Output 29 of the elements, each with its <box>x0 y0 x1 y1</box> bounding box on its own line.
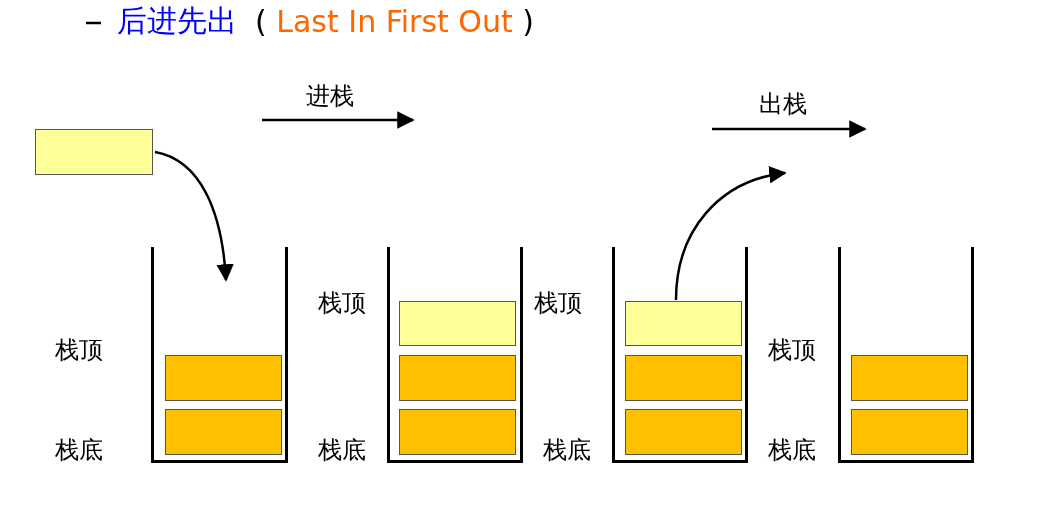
arrow-label: 进栈 <box>306 84 354 108</box>
stack-label: 栈底 <box>318 438 366 462</box>
stack-label: 栈底 <box>768 438 816 462</box>
stack-block <box>625 355 742 401</box>
stack-block <box>165 355 282 401</box>
arrow-label: 出栈 <box>759 92 807 116</box>
stack-label: 栈顶 <box>55 338 103 362</box>
stack-block <box>165 409 282 455</box>
stack-block <box>851 409 968 455</box>
curved-arrow <box>674 166 787 301</box>
stack-label: 栈底 <box>543 438 591 462</box>
stack-container <box>838 247 974 463</box>
stack-container <box>612 247 748 463</box>
stack-label: 栈底 <box>55 438 103 462</box>
stack-block <box>851 355 968 401</box>
stack-block <box>35 129 153 175</box>
stack-block <box>399 355 516 401</box>
stack-block <box>399 301 516 346</box>
subtitle: ( Last In First Out ) <box>255 7 534 37</box>
stack-label: 栈顶 <box>768 338 816 362</box>
stack-label: 栈顶 <box>534 291 582 315</box>
stack-container <box>151 247 288 463</box>
stack-label: 栈顶 <box>318 291 366 315</box>
curved-arrow <box>154 150 234 282</box>
stack-block <box>625 301 742 346</box>
stack-container <box>387 247 523 463</box>
stack-block <box>399 409 516 455</box>
stack-block <box>625 409 742 455</box>
title: 后进先出 <box>117 6 237 36</box>
